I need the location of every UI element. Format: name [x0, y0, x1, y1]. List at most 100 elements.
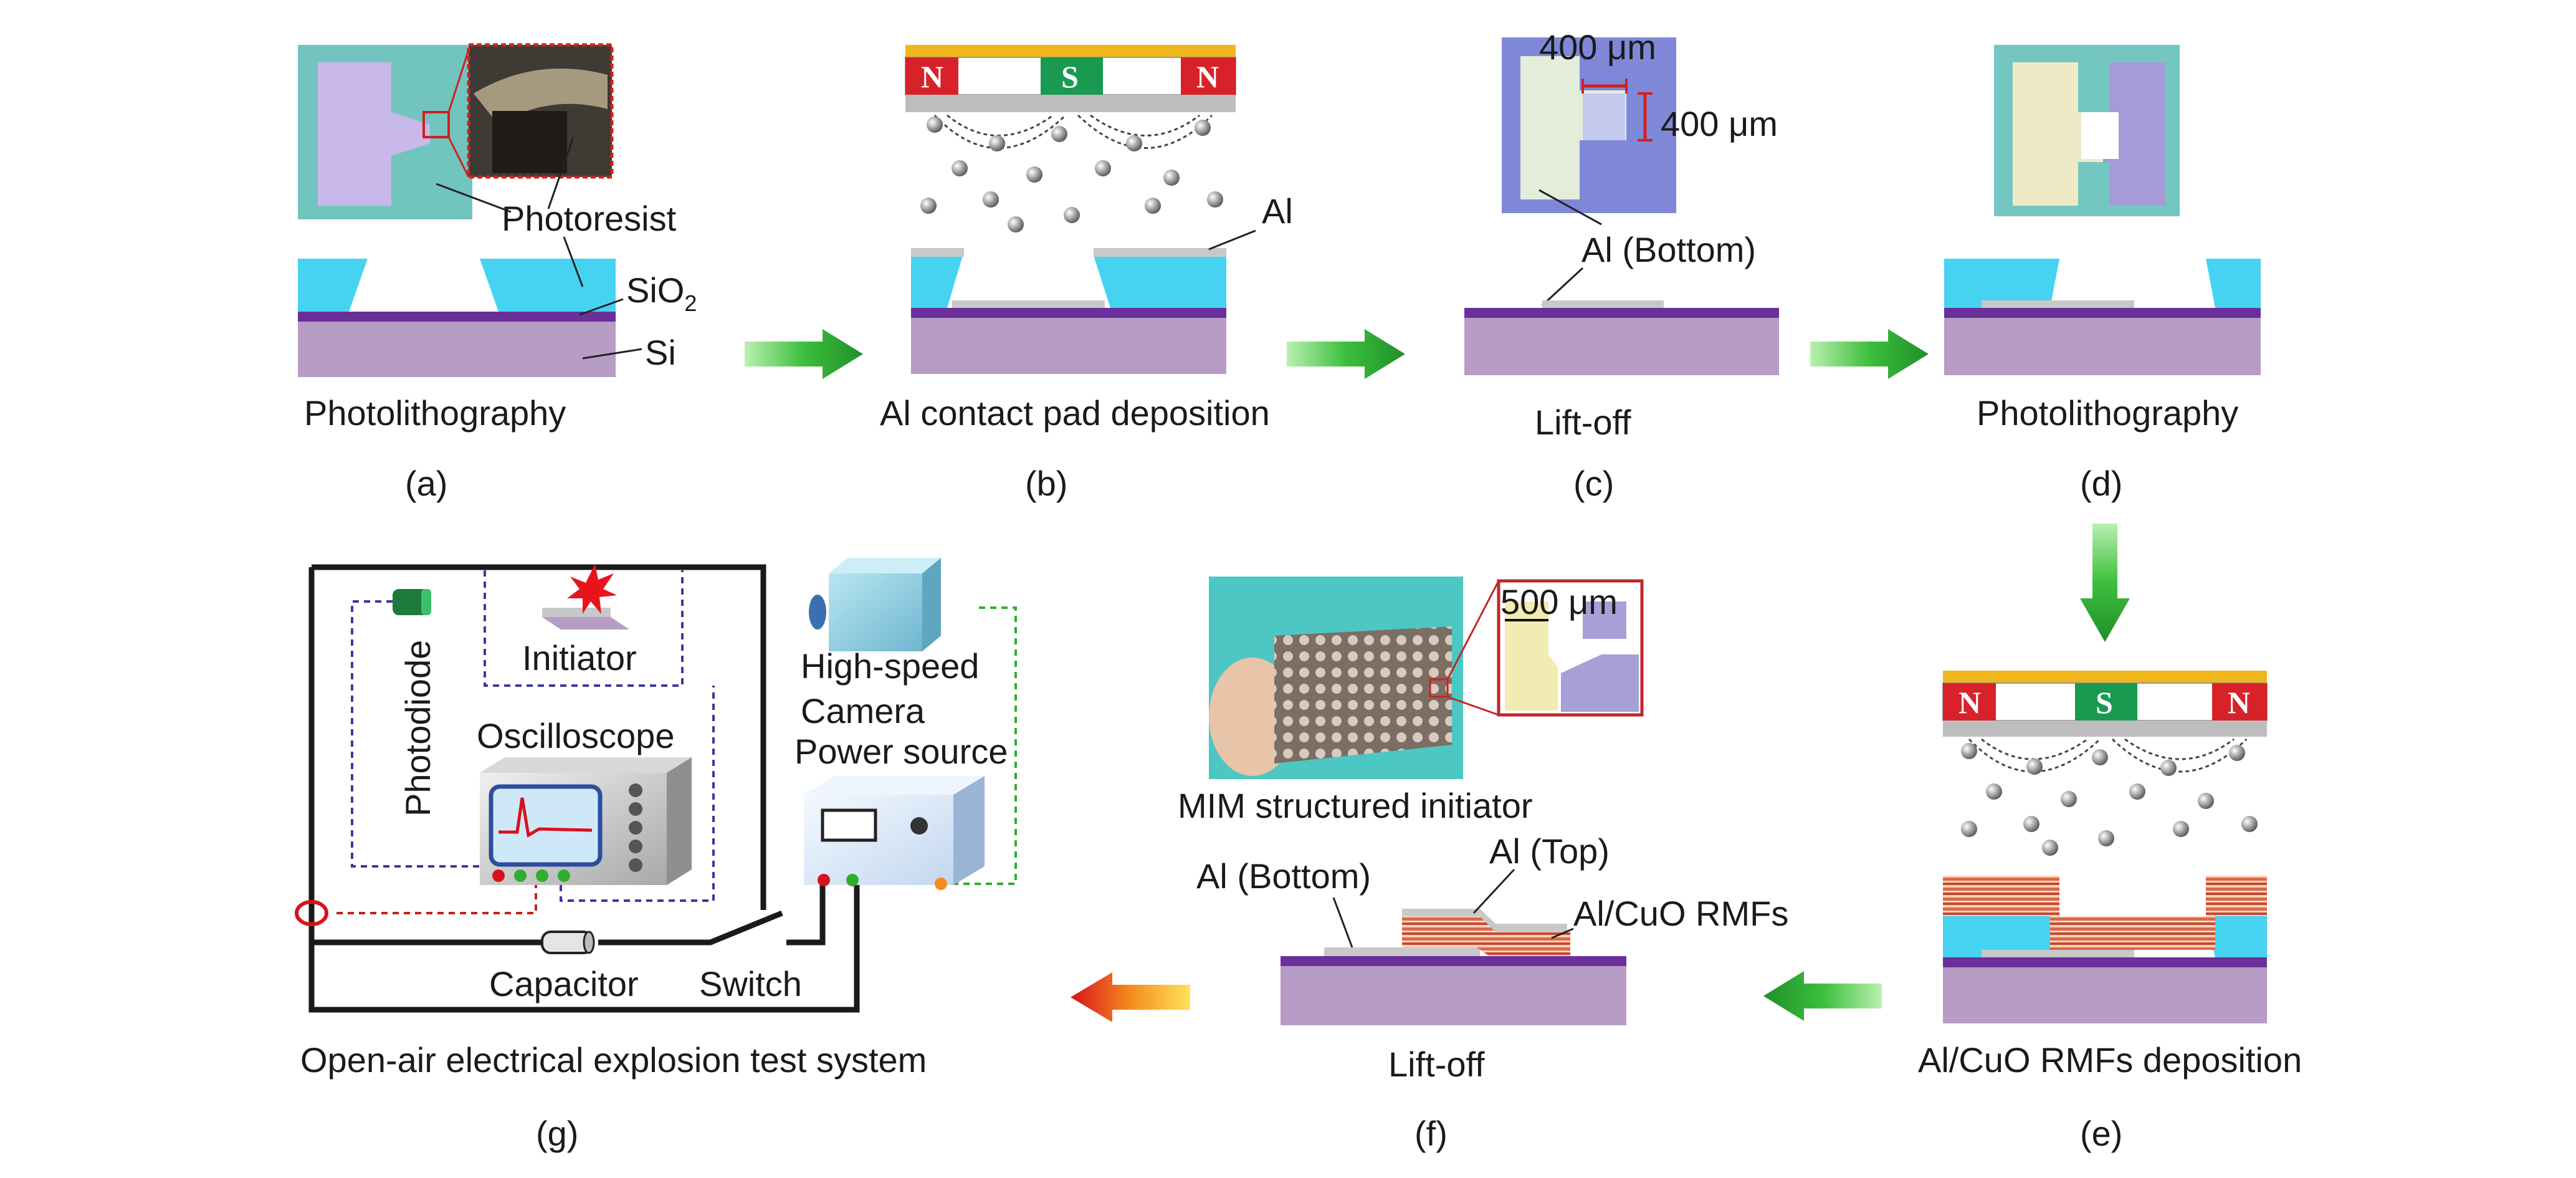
overlap-window [2081, 112, 2119, 159]
sio2-layer [1944, 308, 2261, 318]
panel-b: N S N Al Al contact pad deposition (b) [880, 45, 1293, 503]
si-substrate [1464, 318, 1779, 375]
oscilloscope-icon [480, 757, 692, 885]
label-al-bottom-c: Al (Bottom) [1581, 230, 1756, 269]
panel-a: Photoresist SiO2 Si Photolithography (a) [298, 43, 697, 503]
label-si: Si [645, 333, 676, 372]
rmf-stack-right [2206, 876, 2267, 916]
al-pad [1542, 300, 1664, 308]
initiator-icon [542, 564, 629, 630]
photoresist-right [480, 259, 616, 312]
caption-f: Lift-off [1388, 1045, 1485, 1084]
label-al-bottom-f: Al (Bottom) [1196, 856, 1371, 896]
inset-pad [492, 111, 567, 173]
photoresist-left [1943, 916, 2059, 957]
letter-c: (c) [1573, 464, 1614, 503]
signal-wiring [336, 570, 1017, 914]
svg-text:N: N [1196, 59, 1219, 94]
si-substrate [1943, 967, 2267, 1023]
al-pad [952, 300, 1105, 308]
scale-horizontal: 400 μm [1539, 27, 1656, 67]
process-arrow-icon [1763, 971, 1882, 1021]
scale-f: 500 μm [1500, 582, 1618, 621]
si-substrate [1281, 966, 1626, 1025]
magnet-icon: N S N [1942, 682, 2268, 721]
label-initiator: Initiator [522, 638, 637, 678]
label-switch: Switch [699, 964, 802, 1003]
process-arrow-icon [1810, 329, 1929, 379]
initiator-array [1274, 626, 1452, 764]
target-plate [905, 95, 1236, 112]
inset-top-pad [1561, 654, 1639, 712]
sio2-layer [1943, 957, 2267, 967]
photoresist-right [2206, 259, 2261, 308]
target-plate [1943, 721, 2267, 737]
panel-g: Photodiode Initiator Oscilloscope [295, 558, 1017, 1153]
photoresist-left [298, 259, 368, 312]
label-rmfs: Al/CuO RMFs [1573, 894, 1788, 933]
si-substrate [298, 321, 616, 377]
si-substrate [911, 318, 1226, 374]
panel-e: N S N Al/CuO RMFs deposition (e) [1918, 671, 2302, 1153]
capacitor-icon [541, 931, 595, 954]
letter-g: (g) [536, 1114, 578, 1153]
letter-f: (f) [1414, 1114, 1448, 1153]
label-power-source: Power source [794, 732, 1008, 771]
caption-a: Photolithography [304, 393, 566, 433]
laser-spark-icon [567, 564, 617, 614]
process-arrow-icon [2080, 524, 2130, 642]
al-on-resist-right [1094, 248, 1226, 257]
scale-vertical: 400 μm [1661, 104, 1778, 143]
rmf-stack-center [2050, 916, 2215, 950]
inset-bottom-pad [1505, 601, 1558, 711]
inset-top-pad-upper [1583, 601, 1626, 639]
al-top-pad [1402, 909, 1567, 932]
label-oscilloscope: Oscilloscope [477, 716, 674, 755]
photoresist-left [1944, 259, 2059, 308]
top-pad-shape [2103, 62, 2165, 206]
al-on-resist-left [911, 248, 964, 257]
label-photoresist: Photoresist [502, 199, 677, 238]
caption-d: Photolithography [1977, 393, 2238, 433]
label-al-top: Al (Top) [1489, 831, 1610, 871]
magnet-icon: N S N [905, 57, 1236, 95]
al-pad-shape [1520, 56, 1626, 199]
caption-c: Lift-off [1535, 403, 1631, 442]
gold-plate [1943, 671, 2267, 683]
label-sio2: SiO2 [626, 271, 697, 316]
photoresist-left [911, 256, 963, 308]
svg-text:N: N [2228, 685, 2250, 720]
label-camera-1: High-speed [801, 646, 979, 686]
panel-c: 400 μm 400 μm Al (Bottom) Lift-off (c) [1464, 27, 1779, 503]
label-capacitor: Capacitor [489, 964, 639, 1003]
photodiode-icon [393, 589, 429, 615]
sputter-particles [920, 117, 1223, 232]
caption-g: Open-air electrical explosion test syste… [300, 1040, 927, 1080]
rmf-stack [1402, 916, 1570, 956]
svg-text:N: N [921, 59, 943, 94]
process-arrow-icon [1071, 972, 1190, 1022]
sio2-layer [298, 312, 616, 322]
pad-gap [1583, 93, 1625, 140]
letter-d: (d) [2080, 464, 2122, 503]
svg-text:N: N [1958, 685, 1981, 720]
letter-b: (b) [1025, 464, 1067, 503]
pad-shape [318, 62, 430, 206]
letter-e: (e) [2080, 1114, 2122, 1153]
photoresist-right [1094, 256, 1226, 308]
caption-e: Al/CuO RMFs deposition [1918, 1040, 2302, 1080]
photoresist-right [2206, 916, 2267, 957]
zoom-box [422, 111, 450, 138]
plasma-field-lines [933, 114, 1213, 149]
sio2-layer [1281, 956, 1626, 966]
si-substrate [1944, 318, 2261, 375]
sio2-layer [911, 308, 1226, 318]
process-arrow-icon [745, 329, 863, 379]
label-photodiode: Photodiode [398, 640, 437, 816]
inset-edge [474, 69, 608, 125]
lens-icon [809, 595, 826, 630]
zoom-box [1429, 678, 1449, 698]
label-camera-2: Camera [801, 691, 925, 730]
al-bottom-pad [1324, 947, 1480, 956]
